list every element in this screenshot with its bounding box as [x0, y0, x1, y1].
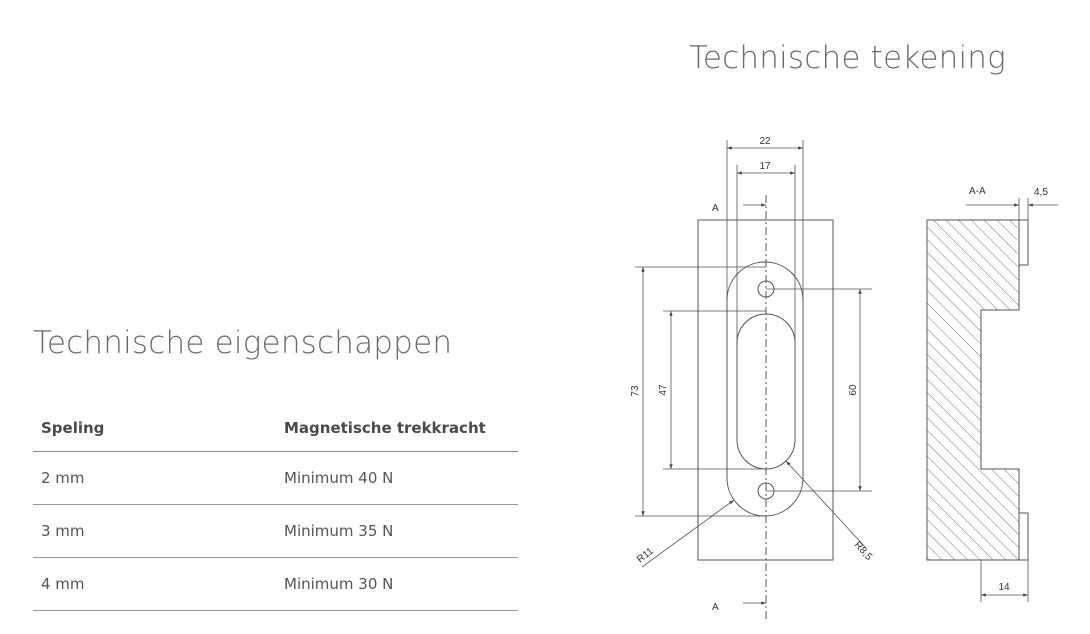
properties-table: Speling Magnetische trekkracht 2 mm Mini…: [33, 405, 518, 611]
outer-slot: [726, 261, 804, 517]
section-mark-top: A: [712, 203, 719, 214]
dim-73-label: 73: [630, 385, 641, 397]
drawing-title: Technische tekening: [689, 40, 1006, 76]
front-view: 22 17 A A 73 47 60 R11 R8,5: [630, 136, 874, 620]
cell-trekkracht: Minimum 30 N: [284, 575, 394, 593]
leader-r85: [785, 460, 867, 549]
properties-title: Technische eigenschappen: [33, 325, 453, 361]
section-label: A-A: [969, 186, 986, 197]
header-trekkracht: Magnetische trekkracht: [284, 419, 486, 437]
dim-47-label: 47: [658, 384, 669, 396]
table-header-row: Speling Magnetische trekkracht: [33, 405, 518, 452]
section-view: A-A 4,5 14: [926, 186, 1058, 602]
cell-speling: 4 mm: [41, 575, 85, 593]
cell-trekkracht: Minimum 40 N: [284, 469, 394, 487]
dim-14-label: 14: [998, 582, 1010, 593]
table-row: 4 mm Minimum 30 N: [33, 558, 518, 611]
dim-17-label: 17: [759, 161, 771, 172]
dim-r11-label: R11: [635, 546, 656, 566]
section-mark-bottom: A: [712, 602, 719, 613]
dim-22-label: 22: [759, 136, 771, 147]
header-speling: Speling: [41, 419, 105, 437]
table-row: 3 mm Minimum 35 N: [33, 505, 518, 558]
dim-45-label: 4,5: [1034, 187, 1048, 198]
cell-speling: 3 mm: [41, 522, 85, 540]
table-row: 2 mm Minimum 40 N: [33, 452, 518, 505]
dim-r85-label: R8,5: [852, 540, 875, 563]
inner-slot: [736, 313, 796, 470]
cell-speling: 2 mm: [41, 469, 85, 487]
cell-trekkracht: Minimum 35 N: [284, 522, 394, 540]
dim-60-label: 60: [848, 384, 859, 396]
leader-r11: [641, 499, 735, 568]
